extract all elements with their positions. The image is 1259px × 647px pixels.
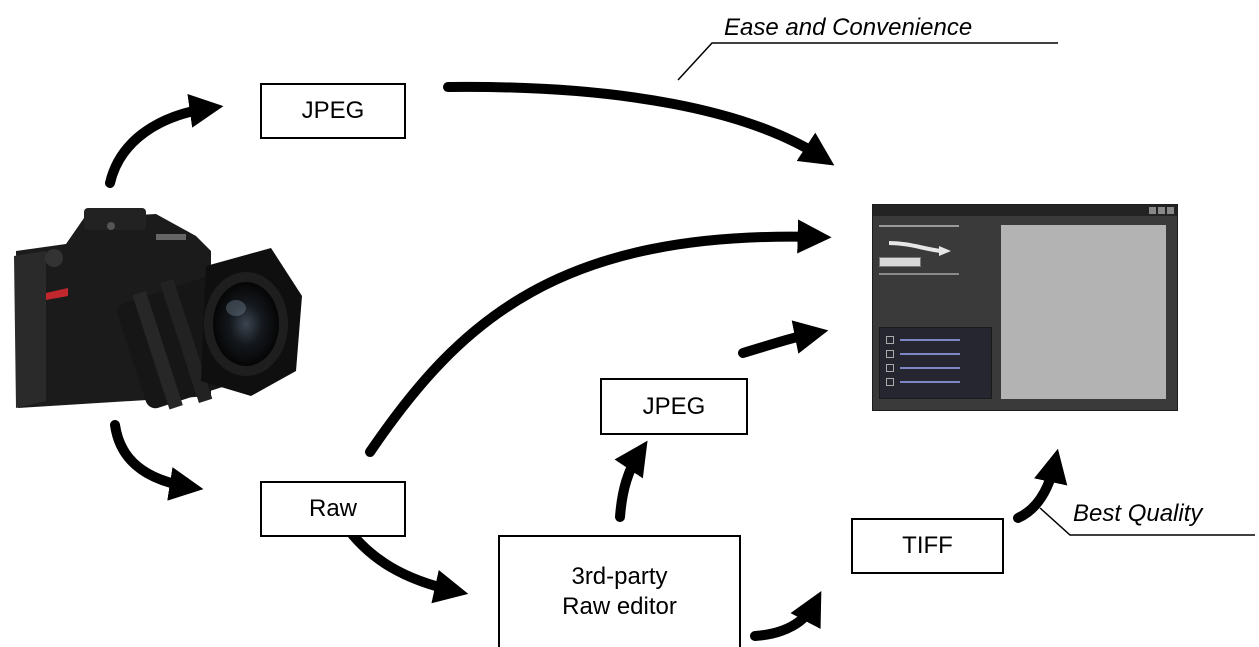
app-links-panel <box>879 327 992 399</box>
leader-quality <box>1039 507 1255 536</box>
app-preview-area <box>1001 225 1166 399</box>
node-editor-label: 3rd-party Raw editor <box>562 563 677 620</box>
node-jpeg-top-label: JPEG <box>301 97 365 124</box>
app-screenshot <box>872 204 1178 411</box>
app-title-bar <box>873 205 1177 216</box>
hint-text-line <box>879 273 959 275</box>
close-icon <box>1167 207 1174 214</box>
node-raw: Raw <box>260 481 406 537</box>
app-link-row <box>886 336 960 344</box>
annotation-ease: Ease and Convenience <box>724 14 973 41</box>
app-link-row <box>886 378 960 386</box>
camera-image <box>14 208 302 410</box>
app-sidebar <box>879 225 994 259</box>
maximize-icon <box>1158 207 1165 214</box>
arrow-editor-to-tiff <box>750 590 822 641</box>
leader-ease <box>677 42 1058 81</box>
app-link-row <box>886 364 960 372</box>
arrow-tiff-to-app <box>1013 448 1068 523</box>
arrow-raw-to-app <box>365 219 832 457</box>
arrow-jpeg-to-app-2 <box>738 320 829 358</box>
node-raw-label: Raw <box>308 495 357 522</box>
annotation-quality: Best Quality <box>1073 500 1203 527</box>
node-tiff: TIFF <box>851 518 1004 574</box>
browse-button <box>879 257 921 267</box>
node-jpeg-mid: JPEG <box>600 378 748 435</box>
arrow-editor-to-jpeg <box>614 440 648 522</box>
window-controls <box>1149 207 1174 214</box>
arrow-camera-to-raw <box>110 420 204 501</box>
arrow-jpeg-to-app <box>443 81 835 166</box>
node-tiff-label: TIFF <box>902 532 953 559</box>
app-link-row <box>886 350 960 358</box>
node-jpeg-top: JPEG <box>260 83 406 139</box>
node-jpeg-mid-label: JPEG <box>642 392 706 420</box>
node-editor: 3rd-party Raw editor <box>498 535 741 647</box>
drop-arrow-icon <box>888 241 951 256</box>
minimize-icon <box>1149 207 1156 214</box>
arrow-camera-to-jpeg <box>105 94 224 188</box>
